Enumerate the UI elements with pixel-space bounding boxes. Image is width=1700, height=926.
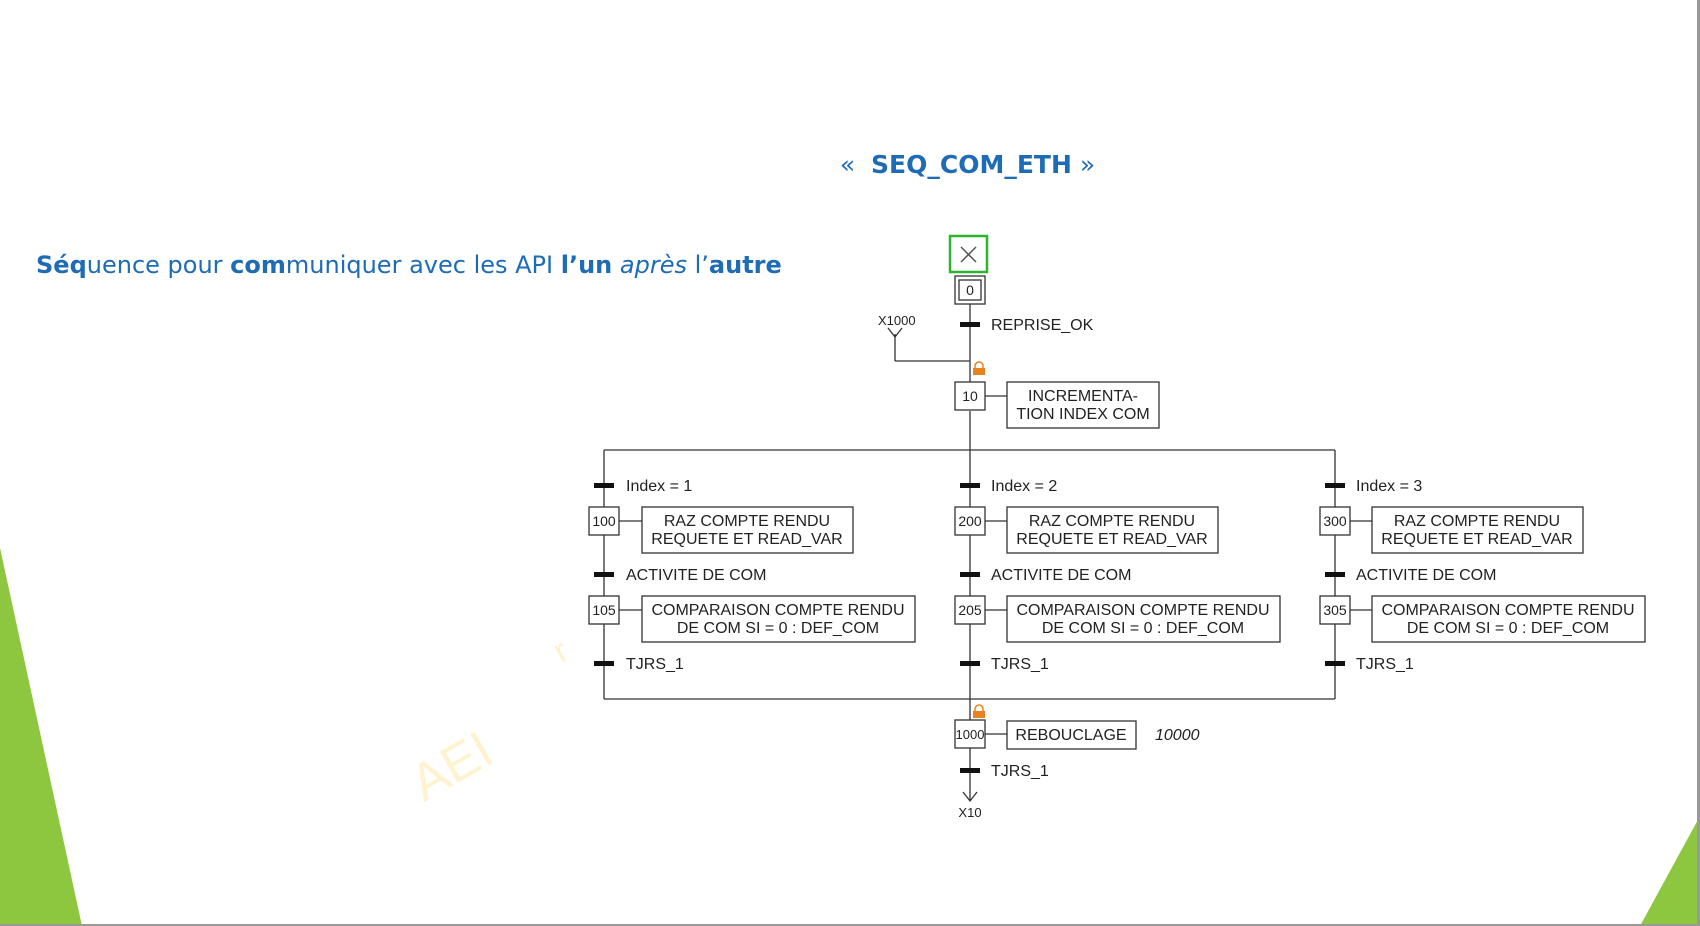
branch-3: Index = 3 300 RAZ COMPTE RENDU REQUETE E… — [1319, 478, 1646, 673]
action-box — [1006, 381, 1160, 429]
action-text: TION INDEX COM — [1016, 406, 1149, 423]
action-box — [1371, 595, 1646, 643]
step-box — [954, 381, 986, 411]
transition-bar — [1325, 661, 1345, 666]
action-text: REQUETE ET READ_VAR — [1016, 531, 1207, 548]
subtitle-part: Séq — [36, 251, 87, 279]
action-box — [1371, 506, 1584, 554]
step-number: 300 — [1323, 513, 1347, 529]
step-number: 205 — [958, 602, 982, 618]
action-box — [641, 595, 916, 643]
step-number: 100 — [592, 513, 616, 529]
action-box — [1006, 595, 1281, 643]
branch-2: Index = 2 200 RAZ COMPTE RENDU REQUETE E… — [954, 478, 1281, 673]
action-text: RAZ COMPTE RENDU — [1029, 513, 1195, 530]
transition-label: ACTIVITE DE COM — [1356, 567, 1496, 584]
title-text: SEQ_COM_ETH — [871, 150, 1072, 179]
transition-bar — [960, 322, 980, 327]
action-text: DE COM SI = 0 : DEF_COM — [677, 620, 879, 637]
subtitle-part: l’un — [560, 251, 613, 279]
subtitle-part: après — [619, 251, 687, 279]
transition-bar — [960, 572, 980, 577]
initial-step-marker — [948, 234, 989, 274]
action-text: REBOUCLAGE — [1015, 727, 1126, 744]
branch-1: Index = 1 100 RAZ COMPTE RENDU REQUETE E… — [588, 478, 916, 673]
action-text: REQUETE ET READ_VAR — [1381, 531, 1572, 548]
transition-bar — [1325, 483, 1345, 488]
step-box — [588, 506, 620, 536]
step-box — [588, 595, 620, 625]
slide-right-edge — [1697, 0, 1700, 926]
action-text: COMPARAISON COMPTE RENDU — [1016, 602, 1269, 619]
transition-bar — [594, 661, 614, 666]
step-number: 305 — [1323, 602, 1347, 618]
transition-bar — [960, 768, 980, 773]
transition-label: ACTIVITE DE COM — [991, 567, 1131, 584]
step-box — [1319, 506, 1351, 536]
transition-label: Index = 1 — [626, 478, 692, 495]
action-text: COMPARAISON COMPTE RENDU — [1381, 602, 1634, 619]
action-box — [1006, 506, 1219, 554]
transition-label: TJRS_1 — [626, 656, 684, 673]
action-text: DE COM SI = 0 : DEF_COM — [1042, 620, 1244, 637]
step-box — [954, 719, 986, 749]
action-text: RAZ COMPTE RENDU — [1394, 513, 1560, 530]
transition-label: Index = 2 — [991, 478, 1057, 495]
transition-label: ACTIVITE DE COM — [626, 567, 766, 584]
transition-label: TJRS_1 — [1356, 656, 1414, 673]
slide-subtitle: Séquence pour communiquer avec les API l… — [36, 251, 782, 279]
transition-label: Index = 3 — [1356, 478, 1422, 495]
initial-step-number: 0 — [966, 282, 974, 298]
open-quote: « — [839, 150, 856, 179]
transition-bar — [594, 572, 614, 577]
step-number: 200 — [958, 513, 982, 529]
jump-to-label: X10 — [958, 805, 981, 820]
step-number: 105 — [592, 602, 616, 618]
slide-title: « SEQ_COM_ETH » — [0, 150, 1700, 179]
transition-bar — [960, 483, 980, 488]
transition-label: TJRS_1 — [991, 763, 1049, 780]
subtitle-part: muniquer avec les API — [285, 251, 561, 279]
transition-bar — [1325, 572, 1345, 577]
action-box — [641, 506, 854, 554]
action-box — [1006, 720, 1137, 750]
step-number: 10 — [962, 388, 978, 404]
step-number: 1000 — [956, 727, 985, 742]
initial-step-inner — [958, 279, 982, 301]
close-icon — [960, 246, 977, 263]
action-text: COMPARAISON COMPTE RENDU — [651, 602, 904, 619]
transition-label: REPRISE_OK — [991, 317, 1094, 334]
step-box — [954, 506, 986, 536]
step-time-label: 10000 — [1155, 727, 1200, 744]
green-triangle-right — [1640, 816, 1700, 926]
subtitle-part: l’ — [686, 251, 709, 279]
transition-bar — [960, 661, 980, 666]
lock-icon — [973, 704, 985, 718]
action-text: RAZ COMPTE RENDU — [664, 513, 830, 530]
subtitle-part: uence pour — [86, 251, 231, 279]
step-box — [954, 595, 986, 625]
action-text: DE COM SI = 0 : DEF_COM — [1407, 620, 1609, 637]
green-triangle-left — [0, 548, 82, 926]
close-quote: » — [1079, 150, 1096, 179]
lock-icon — [973, 361, 985, 375]
action-text: REQUETE ET READ_VAR — [651, 531, 842, 548]
subtitle-part: autre — [708, 251, 782, 279]
transition-label: TJRS_1 — [991, 656, 1049, 673]
action-text: INCREMENTA- — [1028, 388, 1138, 405]
jump-from-label: X1000 — [878, 313, 916, 328]
transition-bar — [594, 483, 614, 488]
subtitle-part: com — [230, 251, 286, 279]
step-box — [1319, 595, 1351, 625]
